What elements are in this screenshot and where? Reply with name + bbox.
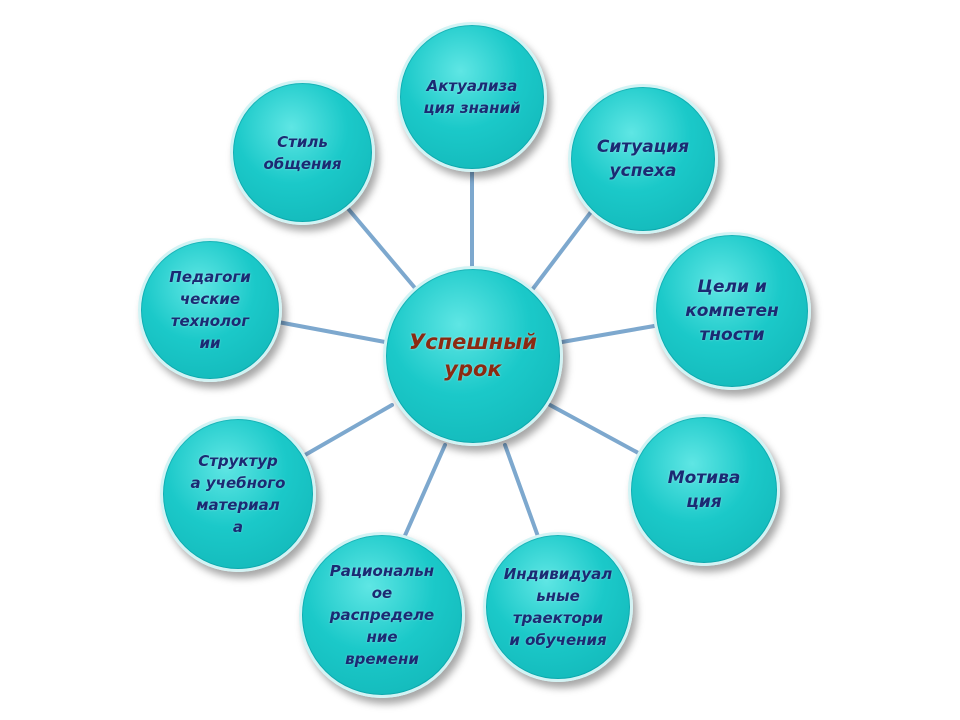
node-situatsiya-label: Ситуация успеха: [596, 137, 690, 181]
node-aktualizatsiya: Актуализа ция знаний: [397, 22, 547, 172]
center-node: Успешный урок: [383, 266, 563, 446]
connector-struktura: [303, 403, 394, 457]
connector-stil: [343, 203, 417, 290]
connector-motivatsiya: [548, 403, 644, 457]
node-struktura-label: Структур а учебного материал а: [190, 452, 286, 536]
connector-situatsiya: [530, 198, 602, 292]
node-ratsionalnoe-label: Рациональн ое распределе ние времени: [329, 562, 435, 668]
node-motivatsiya-label: Мотива ция: [667, 468, 741, 512]
connector-ratsionalnoe: [401, 443, 447, 542]
node-aktualizatsiya-label: Актуализа ция знаний: [423, 77, 521, 117]
node-stil: Стиль общения: [230, 80, 375, 225]
connector-individualnye: [503, 443, 542, 544]
node-motivatsiya: Мотива ция: [628, 414, 780, 566]
node-individualnye: Индивидуал ьные траектори и обучения: [483, 532, 633, 682]
node-tseli-label: Цели и компетен тности: [685, 277, 779, 345]
node-pedagogicheskie: Педагоги ческие технолог ии: [138, 238, 282, 382]
connector-pedagogicheskie: [276, 320, 387, 344]
node-ratsionalnoe: Рациональн ое распределе ние времени: [299, 532, 465, 698]
node-struktura: Структур а учебного материал а: [160, 416, 316, 572]
connector-tseli: [560, 323, 662, 344]
node-situatsiya: Ситуация успеха: [568, 84, 718, 234]
node-pedagogicheskie-label: Педагоги ческие технолог ии: [169, 268, 251, 352]
center-node-label: Успешный урок: [409, 330, 537, 381]
node-individualnye-label: Индивидуал ьные траектори и обучения: [503, 565, 613, 649]
node-tseli: Цели и компетен тности: [653, 232, 811, 390]
node-stil-label: Стиль общения: [263, 132, 342, 173]
